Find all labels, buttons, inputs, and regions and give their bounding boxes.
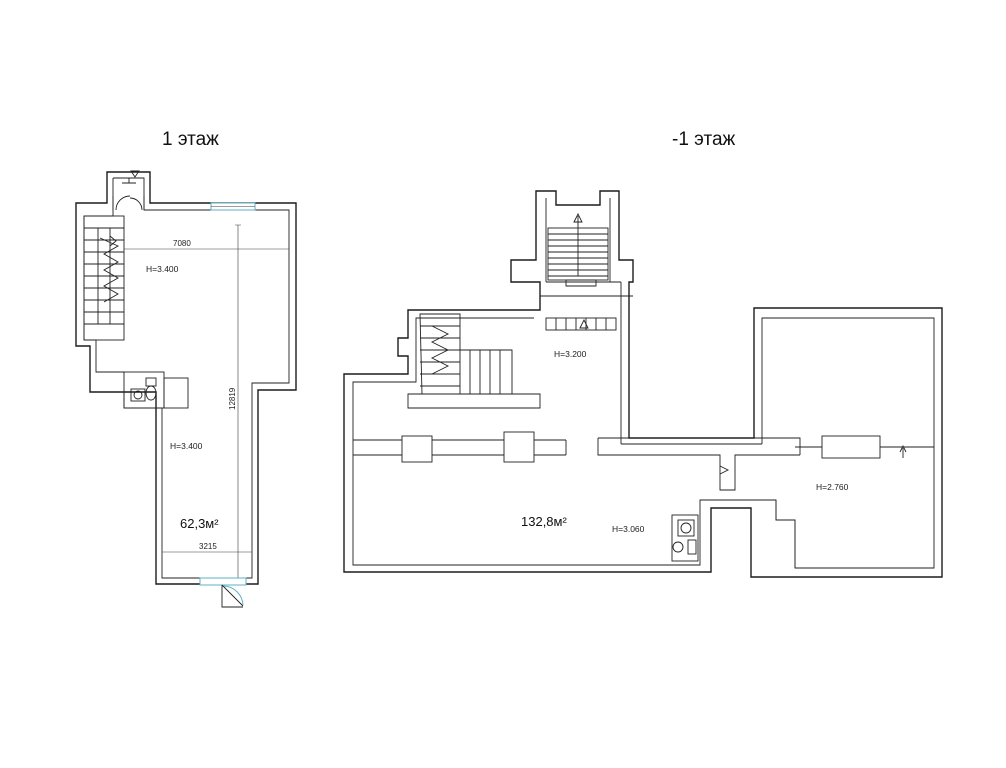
floor-minus-1-outer-wall: [343, 190, 943, 578]
floor-1-plan: 1 этаж: [75, 129, 297, 608]
floor-1-staircase: [83, 215, 125, 341]
dimension-12819: 12819: [228, 387, 237, 410]
stair-arrow-icon: [109, 235, 117, 247]
floor-minus-1-height-right: H=2.760: [816, 482, 849, 492]
floor-minus-1-title: -1 этаж: [672, 129, 736, 150]
dimension-line-bottom: [161, 549, 253, 555]
floor-1-height-upper: H=3.400: [146, 264, 179, 274]
partition-wall: [597, 437, 801, 491]
floor-minus-1-height-main: H=3.060: [612, 524, 645, 534]
floor-1-bathroom: [123, 371, 189, 409]
floor-1-bottom-door-frame: [199, 577, 247, 586]
entrance-arrow-icon: [130, 170, 140, 178]
floor-minus-1-upper-staircase: [539, 212, 633, 297]
floor-1-area: 62,3м²: [180, 516, 219, 531]
floor-1-title: 1 этаж: [162, 129, 219, 150]
floor-1-inner-wall-left: [83, 178, 124, 373]
stair-arrow-icon: [579, 318, 589, 329]
floor-1-height-lower: H=3.400: [170, 441, 203, 451]
dimension-line-width: [123, 246, 290, 252]
floor-minus-1-plan: -1 этаж: [343, 129, 943, 578]
toilet-icon: [145, 385, 157, 401]
floor-1-bottom-door: [221, 584, 244, 608]
floor-minus-1-area: 132,8м²: [521, 514, 567, 529]
floor-minus-1-lower-staircase: [407, 313, 541, 409]
stair-arrow-icon: [573, 212, 583, 276]
column-1: [401, 435, 433, 463]
floor-1-vestibule: [112, 178, 145, 210]
stair-arrow-icon: [719, 465, 730, 475]
entrance-door: [115, 195, 143, 211]
floor-1-outer-wall: [75, 171, 297, 585]
column-3: [821, 435, 881, 459]
dimension-3215: 3215: [199, 542, 217, 551]
dimension-7080: 7080: [173, 239, 191, 248]
floor-minus-1-height-stairs: H=3.200: [554, 349, 587, 359]
floor-minus-1-corridor: [353, 439, 566, 456]
sink-icon: [133, 390, 143, 400]
toilet-icon: [680, 522, 692, 534]
floor-minus-1-landing: [545, 317, 617, 331]
column-2: [503, 431, 535, 463]
floor-minus-1-bathroom: [671, 514, 699, 562]
floor-minus-1-inner-wall: [352, 198, 935, 569]
sink-icon: [672, 541, 684, 553]
stair-arrow-icon: [899, 444, 907, 458]
